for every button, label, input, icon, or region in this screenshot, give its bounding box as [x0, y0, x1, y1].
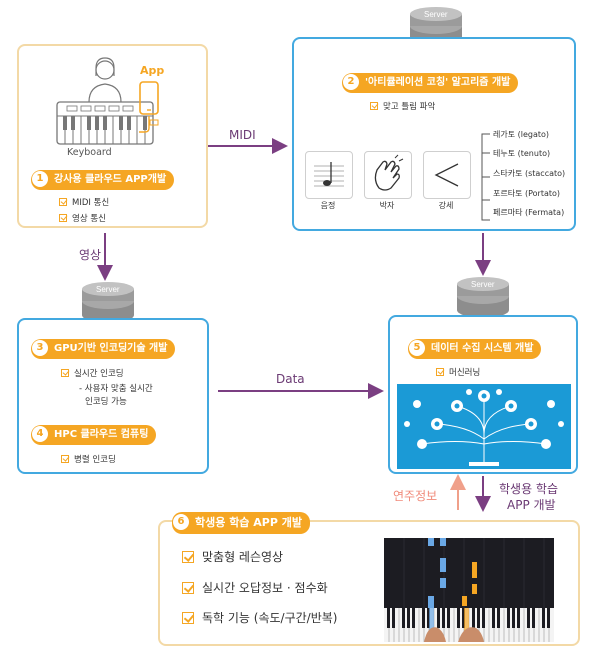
video-flow-label: 영상	[79, 248, 102, 262]
server-icon: Server	[82, 282, 134, 323]
checkbox-icon	[370, 102, 378, 110]
correctness-check-item: 맞고 틀림 파악	[370, 100, 435, 112]
smartphone-icon	[139, 81, 159, 133]
performance-info-label: 연주정보	[393, 489, 438, 503]
data-collection-box: 5 데이터 수집 시스템 개발 머신러닝	[388, 315, 578, 474]
step-2-number: 2	[343, 74, 359, 90]
step-1-title-text: 강사용 클라우드 APP개발	[54, 174, 167, 185]
app-label: App	[140, 64, 165, 77]
custom-lesson-item: 맞춤형 레슨영상	[182, 548, 283, 565]
step-2-title: 2 '아티큘레이션 코칭' 알고리즘 개발	[342, 73, 519, 93]
articulation-item: 테누토 (tenuto)	[493, 149, 551, 158]
checkbox-icon	[59, 214, 67, 222]
rhythm-caption: 박자	[379, 201, 395, 210]
checkbox-icon	[436, 368, 444, 376]
checkbox-icon	[61, 455, 69, 463]
midi-comm-item: MIDI 통신	[59, 196, 109, 208]
student-app-label-line2: APP 개발	[507, 498, 556, 512]
step-3-title-text: GPU기반 인코딩기술 개발	[54, 343, 168, 354]
articulation-item: 페르마타 (Fermata)	[493, 208, 565, 217]
keyboard-teacher-icon	[56, 57, 154, 145]
encoding-box: 3 GPU기반 인코딩기술 개발 실시간 인코딩 - 사용자 맞춤 실시간 인코…	[17, 318, 209, 474]
checkbox-icon	[182, 550, 194, 563]
step-6-number: 6	[173, 514, 189, 530]
articulation-coaching-box: 2 '아티큘레이션 코칭' 알고리즘 개발 맞고 틀림 파악 음정 박자 강세	[292, 37, 576, 231]
step-1-number: 1	[32, 171, 48, 187]
accent-caption: 강세	[438, 201, 454, 210]
realtime-feedback-item: 실시간 오답정보 · 점수화	[182, 579, 328, 596]
checkbox-icon	[182, 611, 194, 624]
server-icon: Server	[457, 277, 509, 318]
parallel-encoding-item: 병렬 인코딩	[61, 453, 116, 465]
checkbox-icon	[61, 369, 69, 377]
encoding-note-line2: 인코딩 가능	[85, 397, 127, 407]
step-4-title: 4 HPC 클라우드 컴퓨팅	[31, 425, 157, 445]
step-2-title-text: '아티큘레이션 코칭' 알고리즘 개발	[365, 77, 511, 88]
machine-learning-item: 머신러닝	[436, 366, 480, 378]
articulation-item: 레가토 (legato)	[493, 130, 550, 139]
crescendo-icon	[434, 163, 459, 187]
rhythm-icon-box	[364, 151, 412, 199]
pitch-icon-box	[305, 151, 353, 199]
step-5-title: 5 데이터 수집 시스템 개발	[408, 339, 542, 359]
step-5-title-text: 데이터 수집 시스템 개발	[431, 343, 534, 354]
instructor-app-box: App Keyboard 1 강사용 클라우드 APP개발 MIDI 통신 영상…	[17, 44, 208, 228]
realtime-encoding-item: 실시간 인코딩	[61, 367, 124, 379]
step-4-title-text: HPC 클라우드 컴퓨팅	[54, 429, 149, 440]
music-note-icon	[314, 162, 344, 187]
server-icon: Server	[410, 7, 462, 48]
midi-flow-label: MIDI	[229, 128, 256, 142]
step-4-number: 4	[32, 426, 48, 442]
articulation-item: 스타카토 (staccato)	[493, 169, 566, 178]
video-comm-item: 영상 통신	[59, 212, 106, 224]
self-study-item: 독학 기능 (속도/구간/반복)	[182, 609, 337, 626]
step-3-title: 3 GPU기반 인코딩기술 개발	[31, 339, 176, 359]
piano-roll-illustration	[384, 538, 554, 642]
keyboard-label: Keyboard	[67, 147, 112, 158]
student-app-box: 6 학생용 학습 APP 개발 맞춤형 레슨영상 실시간 오답정보 · 점수화 …	[158, 512, 580, 646]
checkbox-icon	[182, 581, 194, 594]
step-5-number: 5	[409, 340, 425, 356]
accent-icon-box	[423, 151, 471, 199]
step-6-title-text: 학생용 학습 APP 개발	[195, 516, 302, 529]
step-6-title: 6 학생용 학습 APP 개발	[172, 512, 310, 534]
clapping-hands-icon	[374, 154, 404, 191]
data-tree-illustration	[397, 384, 571, 469]
student-app-label-line1: 학생용 학습	[499, 482, 559, 496]
server-label: Server	[471, 280, 495, 289]
articulation-item: 포르타토 (Portato)	[493, 189, 561, 198]
encoding-note-line1: - 사용자 맞춤 실시간	[79, 384, 153, 394]
data-flow-label: Data	[276, 372, 305, 386]
checkbox-icon	[59, 198, 67, 206]
server-label: Server	[424, 10, 448, 19]
step-3-number: 3	[32, 340, 48, 356]
step-1-title: 1 강사용 클라우드 APP개발	[31, 170, 175, 190]
pitch-caption: 음정	[320, 201, 336, 210]
articulation-bracket	[481, 133, 490, 221]
server-label: Server	[96, 285, 120, 294]
